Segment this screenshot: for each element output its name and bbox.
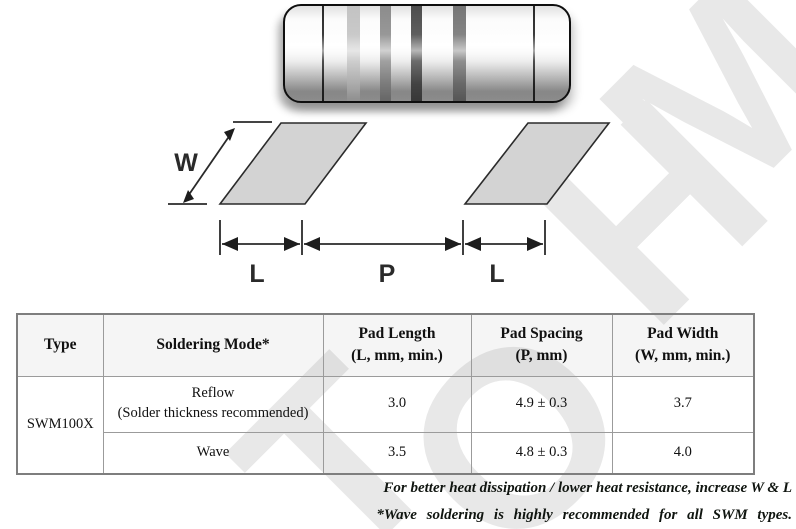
label-pad-spacing: P — [379, 260, 396, 288]
cell-reflow-pad-length: 3.0 — [322, 375, 472, 433]
table-row-reflow: SWM100X Reflow (Solder thickness recomme… — [16, 375, 755, 475]
note-heat-dissipation: For better heat dissipation / lower heat… — [383, 480, 792, 496]
header-soldering-mode: Soldering Mode* — [102, 313, 324, 377]
header-pad-width-title: Pad Width — [647, 324, 719, 342]
table-header-row: Type Soldering Mode* Pad Length (L, mm, … — [16, 313, 755, 377]
resistor-band-3 — [411, 6, 422, 101]
note-wave-soldering: *Wave soldering is highly recommended fo… — [376, 507, 792, 523]
label-pad-width: W — [174, 149, 198, 177]
header-pad-spacing-sub: (P, mm) — [515, 347, 568, 365]
cell-mode-reflow: Reflow (Solder thickness recommended) — [102, 375, 324, 433]
header-type-label: Type — [44, 336, 77, 354]
header-type: Type — [16, 313, 104, 377]
arrowhead-w-bottom — [183, 190, 194, 203]
resistor-band-1 — [347, 6, 360, 101]
mode-reflow-note: (Solder thickness recommended) — [117, 405, 309, 421]
header-pad-length: Pad Length (L, mm, min.) — [322, 313, 472, 377]
table-row-wave: Wave 3.5 4.8 ± 0.3 4.0 — [17, 431, 755, 475]
header-pad-spacing-title: Pad Spacing — [500, 324, 583, 342]
dimension-w — [168, 121, 272, 205]
label-pad-length-right: L — [489, 260, 504, 288]
header-pad-spacing: Pad Spacing (P, mm) — [470, 313, 613, 377]
footer-notes: For better heat dissipation / lower heat… — [232, 479, 792, 525]
cell-wave-pad-width: 4.0 — [611, 431, 755, 475]
resistor-cap-line-right — [533, 6, 535, 101]
cell-wave-pad-spacing: 4.8 ± 0.3 — [470, 431, 613, 475]
pad-layout-diagram: W L P L — [168, 121, 611, 288]
header-pad-length-title: Pad Length — [358, 324, 436, 342]
resistor-band-4 — [453, 6, 466, 101]
resistor-cap-line-left — [322, 6, 324, 101]
cell-type-value: SWM100X — [16, 375, 104, 475]
dimension-ticks — [219, 220, 546, 255]
header-pad-width-sub: (W, mm, min.) — [635, 347, 731, 365]
header-soldering-mode-label: Soldering Mode* — [156, 336, 270, 354]
cell-reflow-pad-width: 3.7 — [611, 375, 755, 433]
solder-pad-left — [218, 122, 368, 205]
resistor-band-2 — [380, 6, 391, 101]
melf-resistor-illustration — [283, 4, 571, 103]
solder-pad-right — [463, 122, 611, 205]
arrowhead-w-top — [224, 128, 235, 141]
header-pad-length-sub: (L, mm, min.) — [351, 347, 443, 365]
cell-reflow-pad-spacing: 4.9 ± 0.3 — [470, 375, 613, 433]
dimension-arrowheads — [222, 237, 543, 251]
header-pad-width: Pad Width (W, mm, min.) — [611, 313, 755, 377]
label-pad-length-left: L — [249, 260, 264, 288]
cell-mode-wave: Wave — [102, 431, 324, 475]
mode-reflow-label: Reflow — [191, 385, 235, 402]
resistor-highlight-sheen — [285, 6, 569, 101]
pad-spec-table: Type Soldering Mode* Pad Length (L, mm, … — [16, 313, 755, 475]
cell-wave-pad-length: 3.5 — [322, 431, 472, 475]
